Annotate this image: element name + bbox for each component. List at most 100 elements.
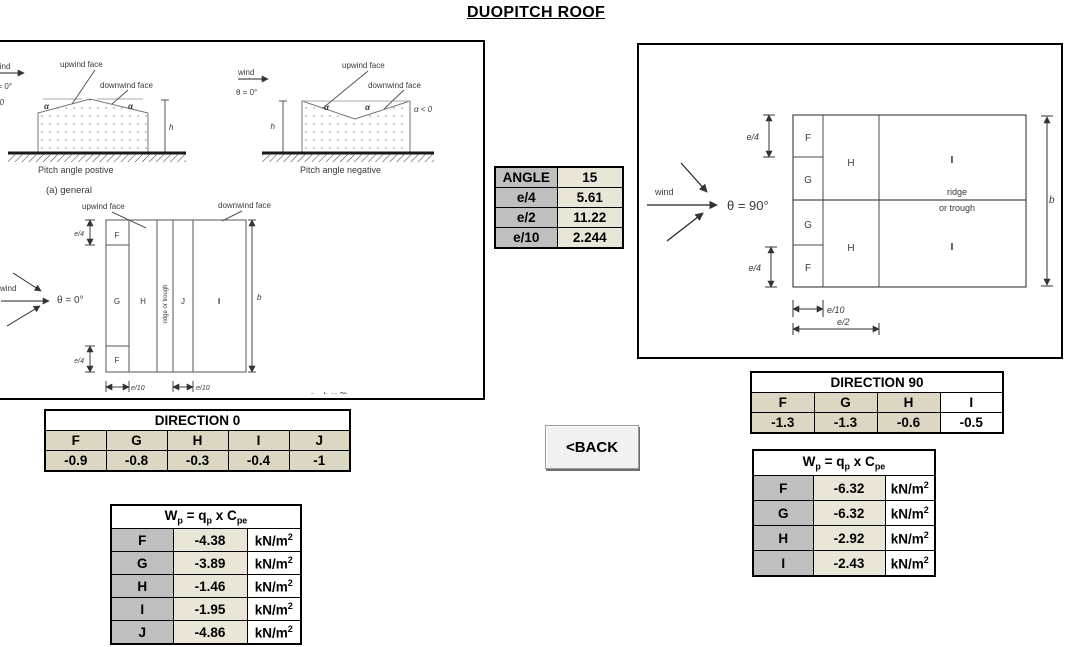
- dir90-value-h[interactable]: -0.6: [876, 412, 941, 434]
- zone-h-top: H: [847, 158, 854, 169]
- wp90-unit-i[interactable]: kN/m2: [884, 550, 936, 577]
- roof-section-positive: [37, 98, 149, 153]
- wp0-unit-f[interactable]: kN/m2: [246, 528, 302, 552]
- wp-table-direction0: Wp = qp x Cpe F -4.38 kN/m2 G -3.89 kN/m…: [110, 504, 302, 645]
- e4-top-label: e/4: [74, 231, 84, 238]
- wp0-unit-j[interactable]: kN/m2: [246, 620, 302, 645]
- e2-label: e/2: [837, 317, 850, 327]
- caption-pitch-negative: Pitch angle negative: [300, 165, 381, 175]
- wp0-value-g[interactable]: -3.89: [172, 551, 248, 575]
- wind-arrow-icon: [666, 212, 704, 242]
- zone-g-top: G: [804, 175, 812, 186]
- e4-bottom-label: e/4: [74, 358, 84, 365]
- back-button[interactable]: <BACK: [545, 425, 639, 469]
- dir0-header-h[interactable]: H: [166, 430, 229, 451]
- wp90-value-f[interactable]: -6.32: [812, 475, 886, 501]
- wp0-unit-g[interactable]: kN/m2: [246, 551, 302, 575]
- dir90-header-i[interactable]: I: [939, 392, 1004, 413]
- dir90-header-g[interactable]: G: [813, 392, 878, 413]
- wind-arrow-icon: [680, 162, 708, 193]
- wp0-value-j[interactable]: -4.86: [172, 620, 248, 645]
- zone-f-bottom: F: [115, 356, 120, 365]
- e4-value-cell[interactable]: 5.61: [556, 187, 624, 208]
- h-label: h: [169, 123, 174, 132]
- duopitch-theta0-figure: wind θ= 0° α > 0 α α upwind face downwin…: [0, 60, 434, 394]
- zone-i: I: [218, 296, 220, 306]
- e2-value-cell[interactable]: 11.22: [556, 207, 624, 228]
- wp90-unit-h[interactable]: kN/m2: [884, 525, 936, 551]
- e4-top-label: e/4: [746, 132, 759, 142]
- dir0-value-h[interactable]: -0.3: [166, 450, 229, 472]
- zone-h-bottom: H: [847, 243, 854, 254]
- dir0-value-g[interactable]: -0.8: [105, 450, 168, 472]
- wp90-zone-i[interactable]: I: [752, 550, 814, 577]
- b-label: b: [1049, 195, 1055, 206]
- fig-pitch-positive: wind θ= 0° α > 0 α α upwind face downwin…: [0, 60, 186, 175]
- wp90-zone-h[interactable]: H: [752, 525, 814, 551]
- downwind-face-label: downwind face: [218, 201, 271, 210]
- dir0-value-i[interactable]: -0.4: [227, 450, 290, 472]
- dir0-header-j[interactable]: J: [288, 430, 351, 451]
- upwind-face-label: upwind face: [82, 202, 125, 211]
- upwind-face-label: upwind face: [60, 60, 103, 69]
- wp0-value-i[interactable]: -1.95: [172, 597, 248, 621]
- wp90-value-g[interactable]: -6.32: [812, 500, 886, 526]
- wp0-value-h[interactable]: -1.46: [172, 574, 248, 598]
- wp0-zone-j[interactable]: J: [110, 620, 174, 645]
- upwind-face-label: upwind face: [342, 61, 385, 70]
- wind-label: wind: [0, 62, 10, 71]
- wind-label: wind: [654, 187, 674, 197]
- wp-formula-header: Wp = qp x Cpe: [110, 504, 302, 529]
- wp0-zone-g[interactable]: G: [110, 551, 174, 575]
- wind-label: wind: [237, 68, 254, 77]
- e4-bottom-label: e/4: [748, 263, 761, 273]
- zone-g-bottom: G: [804, 220, 812, 231]
- wp0-unit-i[interactable]: kN/m2: [246, 597, 302, 621]
- e10-label: e/10: [827, 305, 845, 315]
- wp90-unit-f[interactable]: kN/m2: [884, 475, 936, 501]
- theta-label: θ = 0°: [57, 295, 84, 306]
- ridge-or-trough-label: ridge or trough: [163, 284, 169, 323]
- dir0-header-i[interactable]: I: [227, 430, 290, 451]
- downwind-face-label: downwind face: [100, 81, 153, 90]
- wp90-value-i[interactable]: -2.43: [812, 550, 886, 577]
- dir0-value-j[interactable]: -1: [288, 450, 351, 472]
- wp0-zone-h[interactable]: H: [110, 574, 174, 598]
- e2-label-cell[interactable]: e/2: [494, 207, 558, 228]
- alpha-positive-label: α > 0: [0, 98, 5, 107]
- dir90-value-f[interactable]: -1.3: [750, 412, 815, 434]
- wp90-unit-g[interactable]: kN/m2: [884, 500, 936, 526]
- angle-label-cell[interactable]: ANGLE: [494, 166, 558, 188]
- plan-outline: [792, 114, 1027, 288]
- downwind-face-label: downwind face: [368, 81, 421, 90]
- direction0-title: DIRECTION 0: [44, 409, 351, 431]
- zone-i-top: I: [951, 154, 954, 166]
- e10-label-cell[interactable]: e/10: [494, 227, 558, 249]
- angle-table: ANGLE 15 e/4 5.61 e/2 11.22 e/10 2.244: [494, 166, 624, 249]
- dir90-header-h[interactable]: H: [876, 392, 941, 413]
- dir90-header-f[interactable]: F: [750, 392, 815, 413]
- wp90-value-h[interactable]: -2.92: [812, 525, 886, 551]
- roof-section-negative: [301, 100, 411, 153]
- wind-label: wind: [0, 284, 16, 293]
- angle-value-cell[interactable]: 15: [556, 166, 624, 188]
- wp0-zone-i[interactable]: I: [110, 597, 174, 621]
- dir90-value-g[interactable]: -1.3: [813, 412, 878, 434]
- wp90-zone-f[interactable]: F: [752, 475, 814, 501]
- wp0-value-f[interactable]: -4.38: [172, 528, 248, 552]
- alpha-left: α: [44, 102, 50, 111]
- wind-arrow-icon: [6, 305, 41, 327]
- dir0-header-f[interactable]: F: [44, 430, 107, 451]
- dir0-header-g[interactable]: G: [105, 430, 168, 451]
- e4-label-cell[interactable]: e/4: [494, 187, 558, 208]
- plan-theta90: F G G F H H I I ridge or trough e/4 e/4: [647, 114, 1055, 335]
- wp0-unit-h[interactable]: kN/m2: [246, 574, 302, 598]
- e10-value-cell[interactable]: 2.244: [556, 227, 624, 249]
- dir90-value-i[interactable]: -0.5: [939, 412, 1004, 434]
- theta-label: θ= 0°: [0, 82, 12, 91]
- dir0-value-f[interactable]: -0.9: [44, 450, 107, 472]
- wp0-zone-f[interactable]: F: [110, 528, 174, 552]
- zone-f-bottom: F: [805, 263, 811, 274]
- wp90-zone-g[interactable]: G: [752, 500, 814, 526]
